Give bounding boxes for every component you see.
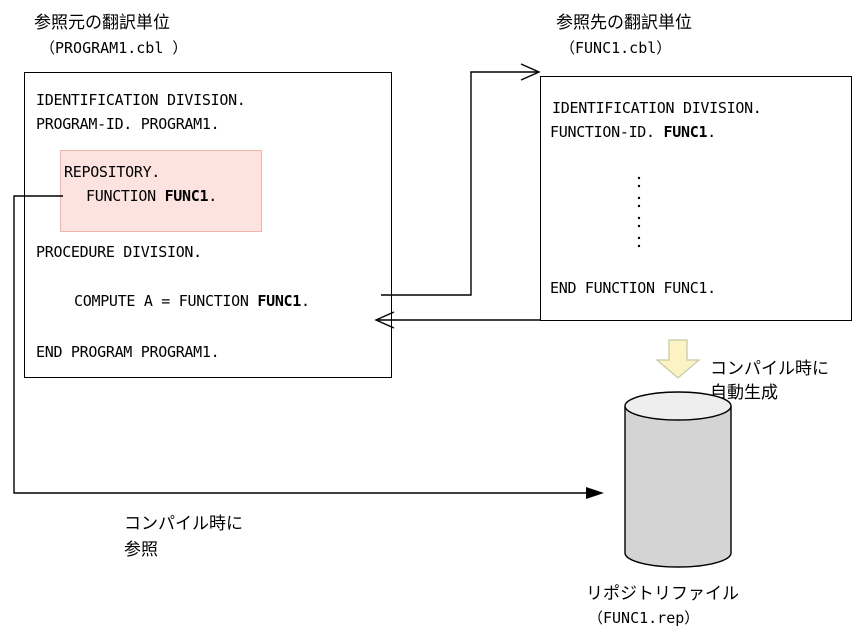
repository-file-cylinder [624, 391, 732, 568]
ellipsis-dots [637, 176, 641, 248]
auto-generate-label-line1: コンパイル時に [710, 359, 829, 379]
auto-generate-arrow [655, 339, 701, 379]
function-id-keyword: FUNCTION-ID. [550, 123, 664, 141]
call-arrow-head [520, 63, 541, 81]
reference-arrow-head [586, 487, 604, 499]
compute-prefix: COMPUTE A = FUNCTION [74, 292, 258, 310]
source-unit-file: （PROGRAM1.cbl ） [40, 39, 188, 57]
repository-file-name: （FUNC1.rep） [588, 609, 700, 627]
target-unit-box [540, 76, 852, 321]
target-unit-file: （FUNC1.cbl） [560, 39, 672, 57]
function-period: . [208, 187, 217, 205]
repository-highlight [60, 150, 262, 232]
target-end-line: END FUNCTION FUNC1. [550, 279, 716, 297]
source-ident-line: IDENTIFICATION DIVISION. [36, 91, 246, 109]
target-function-id-line: FUNCTION-ID. FUNC1. [550, 122, 716, 142]
function-id-period: . [707, 123, 716, 141]
source-program-id-line: PROGRAM-ID. PROGRAM1. [36, 115, 220, 133]
source-function-line: FUNCTION FUNC1. [86, 186, 217, 206]
target-unit-title: 参照先の翻訳単位 [556, 13, 692, 33]
source-end-line: END PROGRAM PROGRAM1. [36, 343, 220, 361]
target-ident-line: IDENTIFICATION DIVISION. [552, 99, 762, 117]
source-unit-title: 参照元の翻訳単位 [34, 13, 170, 33]
function-id-name: FUNC1 [663, 123, 708, 141]
reference-label-line2: 参照 [124, 540, 158, 560]
source-repository-line: REPOSITORY. [64, 163, 161, 181]
reference-arrow-line [13, 195, 586, 494]
compute-period: . [301, 292, 310, 310]
repository-file-title: リポジトリファイル [586, 584, 739, 604]
source-compute-line: COMPUTE A = FUNCTION FUNC1. [74, 291, 310, 311]
return-arrow-head [374, 311, 395, 329]
function-keyword: FUNCTION [86, 187, 165, 205]
call-arrow-line [381, 71, 537, 296]
function-name: FUNC1 [164, 187, 209, 205]
auto-generate-label-line2: 自動生成 [710, 383, 778, 403]
source-procedure-line: PROCEDURE DIVISION. [36, 243, 202, 261]
reference-label-line1: コンパイル時に [124, 514, 243, 534]
compute-function-name: FUNC1 [257, 292, 302, 310]
